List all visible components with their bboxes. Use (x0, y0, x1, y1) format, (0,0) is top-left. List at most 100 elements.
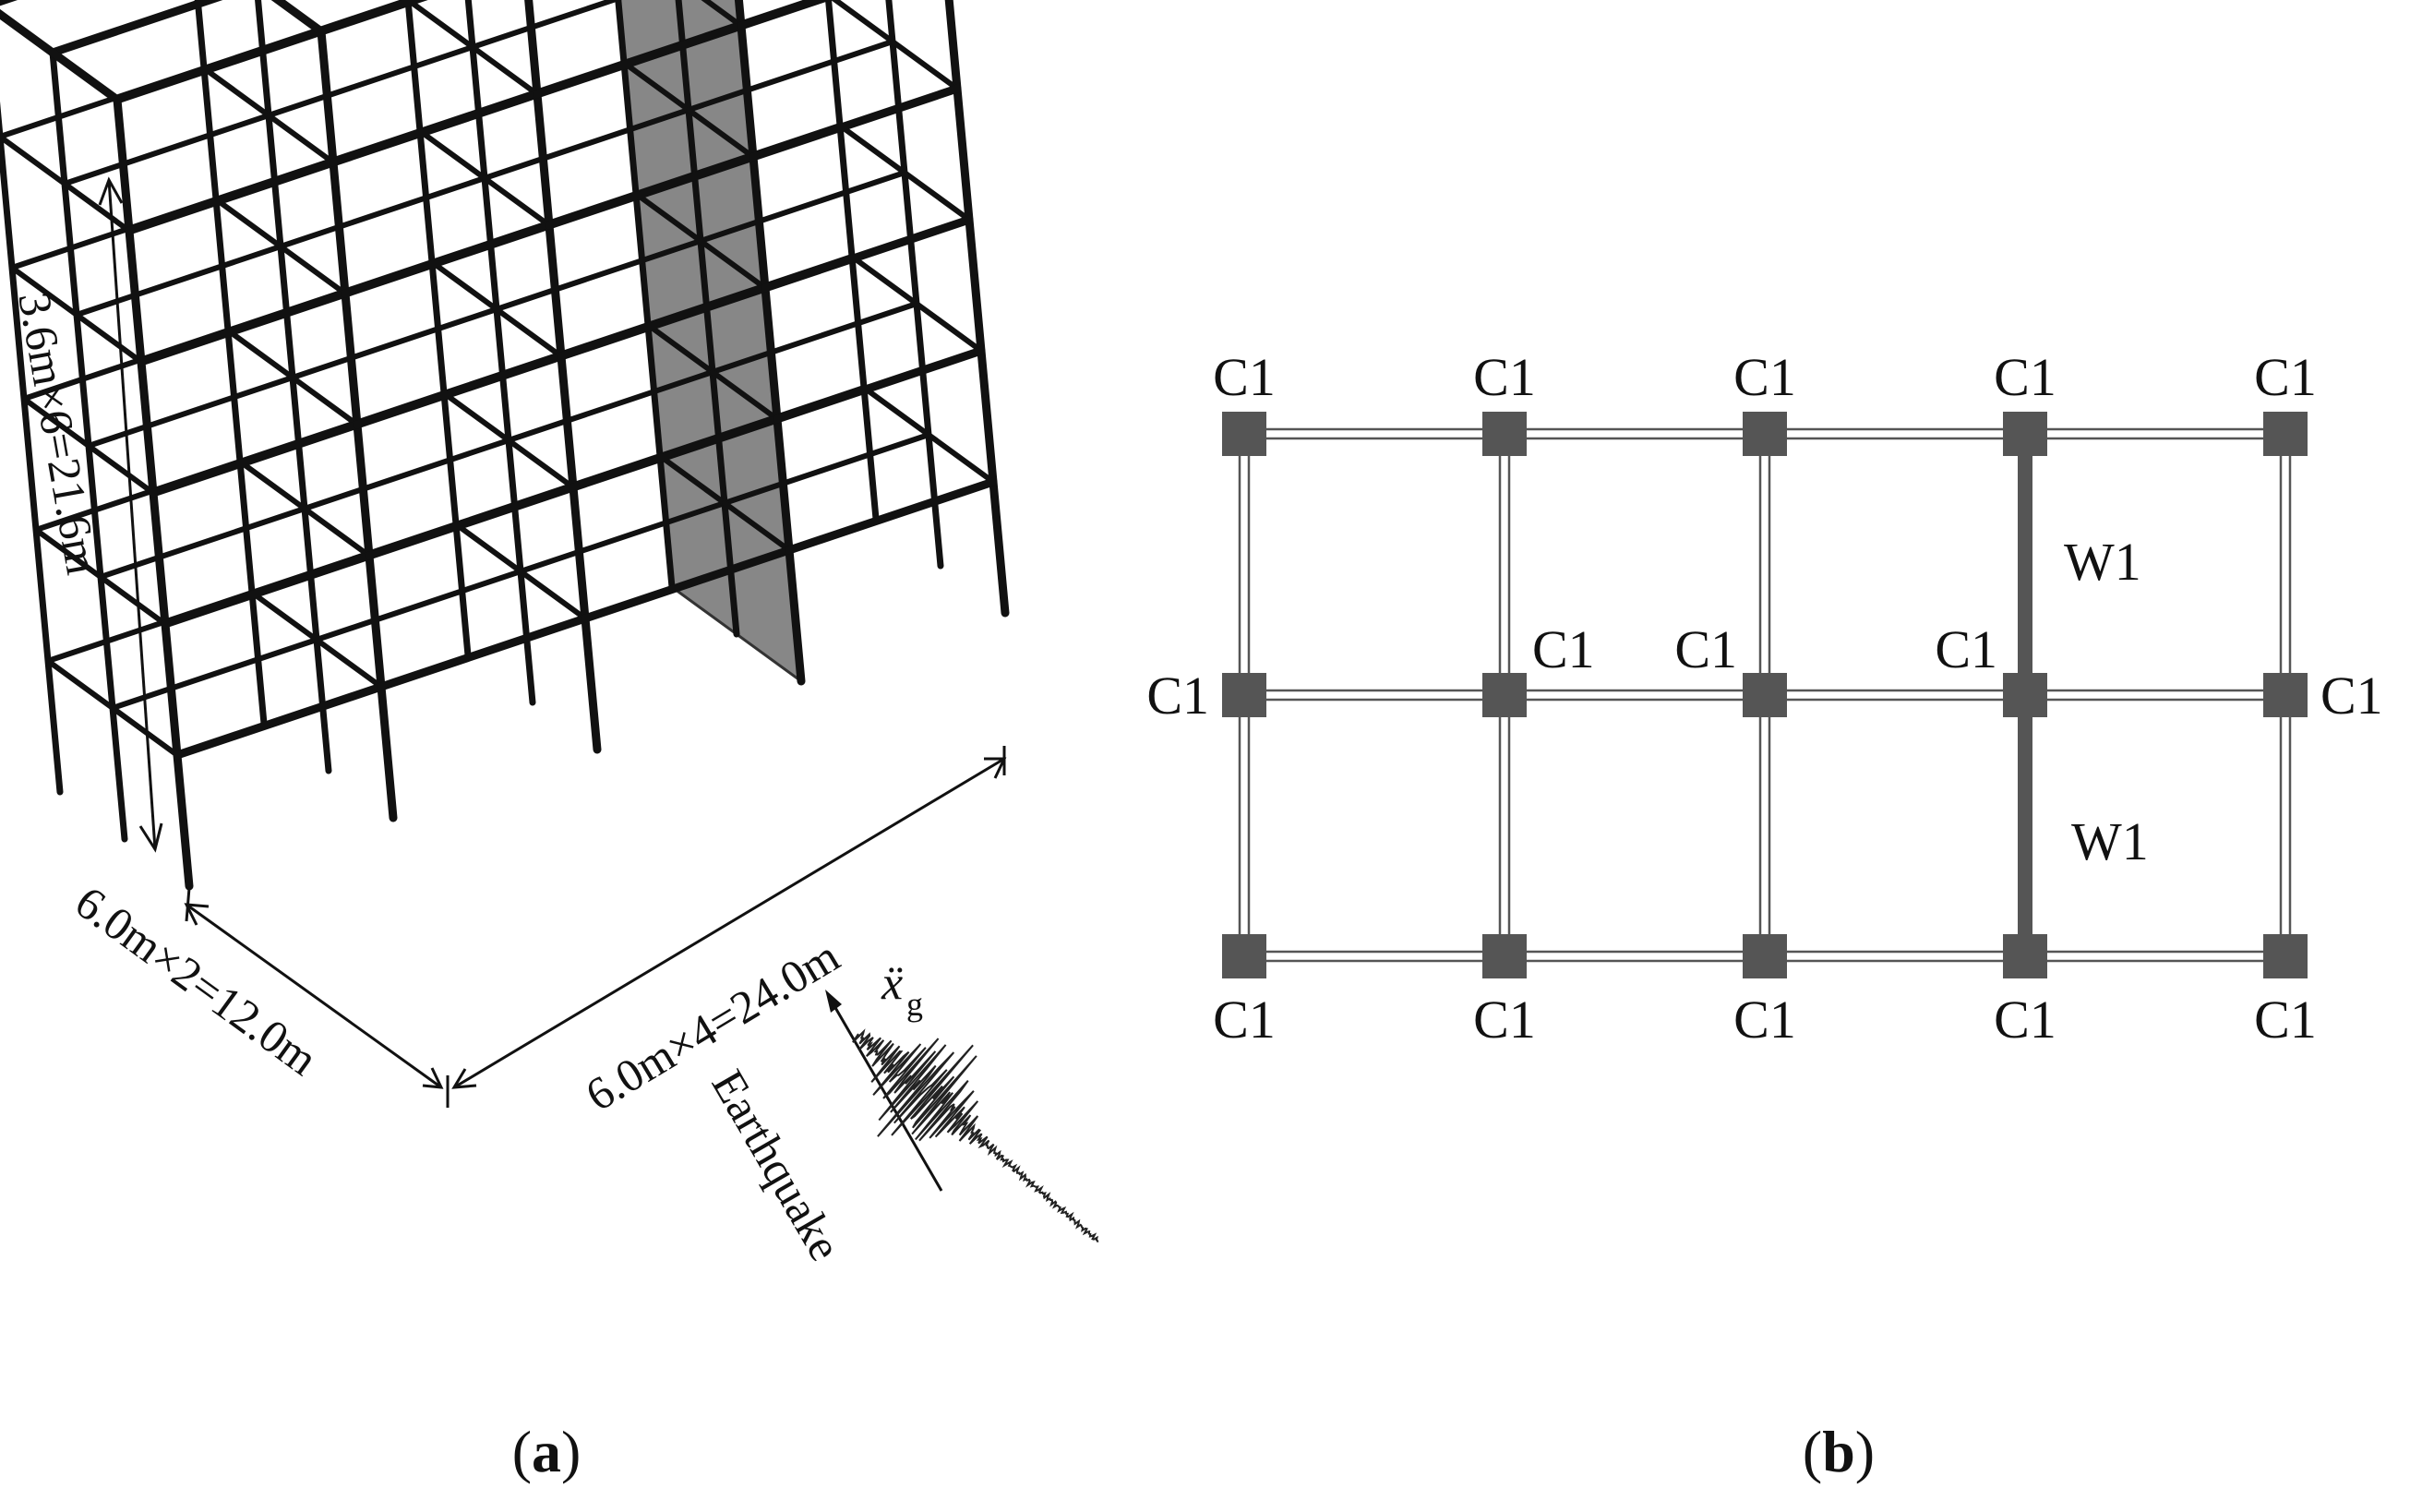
frame-beam-short (890, 39, 960, 91)
frame-beam-short (482, 175, 552, 228)
plan-column (1222, 934, 1266, 978)
frame-beam-short (657, 453, 727, 506)
column-label: C1 (2320, 666, 2383, 726)
frame-beam-long (569, 414, 782, 492)
frame-beam-long (482, 107, 691, 181)
frame-beam-long (722, 432, 931, 506)
frame-beam-short (494, 306, 564, 359)
width-long-dim-line (453, 757, 1005, 1089)
plan-column (1482, 934, 1527, 978)
frame-beam-short (633, 191, 703, 244)
frame-beam-short (33, 527, 103, 580)
panel-a-3d-frame: 3.6m×6=21.6m 6.0m×2=12.0m 6.0m×4=24.0m ẍ… (0, 0, 1099, 1484)
frame-beam-long (86, 375, 295, 449)
column-label: C1 (1532, 619, 1595, 679)
frame-beam-long (278, 175, 487, 249)
frame-beam-long (302, 438, 511, 511)
plan-column (1222, 412, 1266, 456)
column-label: C1 (1994, 990, 2056, 1050)
frame-beam-short (266, 113, 336, 165)
panel-b-label: (b) (1803, 1419, 1875, 1484)
column-label: C1 (1994, 347, 2056, 407)
plan-column (2263, 412, 2308, 456)
plan-column (1482, 412, 1527, 456)
frame-beam-short (722, 500, 792, 553)
frame-beam-short (506, 438, 576, 490)
frame-beam-long (377, 614, 590, 691)
frame-beam-short (302, 506, 372, 558)
column-label: C1 (2254, 990, 2317, 1050)
frame-beam-long (341, 221, 554, 298)
frame-beam-long (686, 39, 895, 113)
column-label: C1 (1473, 990, 1536, 1050)
column-label: C1 (1213, 347, 1276, 407)
frame-beam-short (74, 312, 144, 365)
column-label: C1 (2254, 347, 2317, 407)
plan-column (2263, 673, 2308, 717)
frame-beam-short (861, 385, 931, 438)
column-label: C1 (1146, 666, 1209, 726)
frame-beam-long (110, 637, 319, 711)
frame-beam-short (698, 238, 768, 291)
frame-beam-short (710, 369, 780, 422)
short-width-dimension-label: 6.0m×2=12.0m (66, 876, 328, 1086)
plan-columns (1222, 412, 2308, 978)
height-dimension-label: 3.6m×6=21.6m (8, 288, 109, 578)
frame-beam-short (701, 0, 744, 29)
frame-beam-long (518, 500, 727, 574)
frame-beam-short (645, 322, 715, 375)
plan-beams (1238, 427, 2292, 963)
frame-beam-short (62, 181, 132, 234)
column-label: C1 (1935, 619, 1997, 679)
column-label: C1 (1213, 990, 1276, 1050)
wall-label: W1 (2064, 532, 2141, 592)
frame-beam-short (837, 123, 907, 175)
frame-beam-short (225, 328, 295, 380)
frame-beam-long (365, 483, 578, 560)
frame-beam-short (249, 590, 319, 642)
column-label: C1 (1733, 990, 1796, 1050)
frame-beam-long (470, 0, 622, 50)
frame-beam-long (557, 283, 770, 361)
plan-column (1222, 673, 1266, 717)
frame-beam-short (314, 637, 384, 690)
frame-beam-short (686, 107, 756, 160)
frame-beam-long (494, 238, 703, 312)
frame-beam-short (201, 66, 271, 118)
frame-beam-long (749, 84, 962, 162)
frame-beam-short (429, 259, 499, 312)
frame-beam-short (86, 443, 156, 496)
frame-column (885, 0, 944, 570)
frame-beam-short (441, 390, 511, 443)
plan-column (1743, 673, 1787, 717)
frame-beam-long (710, 301, 919, 375)
column-label: C1 (1674, 619, 1737, 679)
column-label: C1 (1473, 347, 1536, 407)
frame-beam-short (48, 48, 122, 104)
wall-label: W1 (2071, 811, 2149, 871)
height-dim-arrow-top (98, 176, 124, 206)
frame-beam-long (317, 0, 428, 36)
frame-beam-short (453, 522, 523, 574)
frame-beam-short (417, 128, 487, 181)
frame-beam-short (405, 0, 475, 50)
frame-beam-long (329, 90, 542, 167)
frame-beam-short (21, 396, 91, 449)
plan-column (2263, 934, 2308, 978)
acceleration-subscript: g (906, 986, 923, 1023)
height-dim-line (107, 179, 157, 850)
frame-beam-long (698, 170, 907, 244)
frame-beam-short (914, 301, 984, 354)
frame-beam-long (266, 44, 475, 118)
column-label: C1 (1733, 347, 1796, 407)
frame-beam-long (161, 551, 374, 629)
frame-beam-long (314, 569, 523, 642)
frame-beam-short (98, 574, 168, 627)
frame-beam-short (849, 254, 919, 306)
frame-beam-short (621, 60, 691, 113)
frame-front-members (0, 0, 1010, 891)
plan-column (1743, 412, 1787, 456)
frame-beam-long (773, 346, 986, 424)
